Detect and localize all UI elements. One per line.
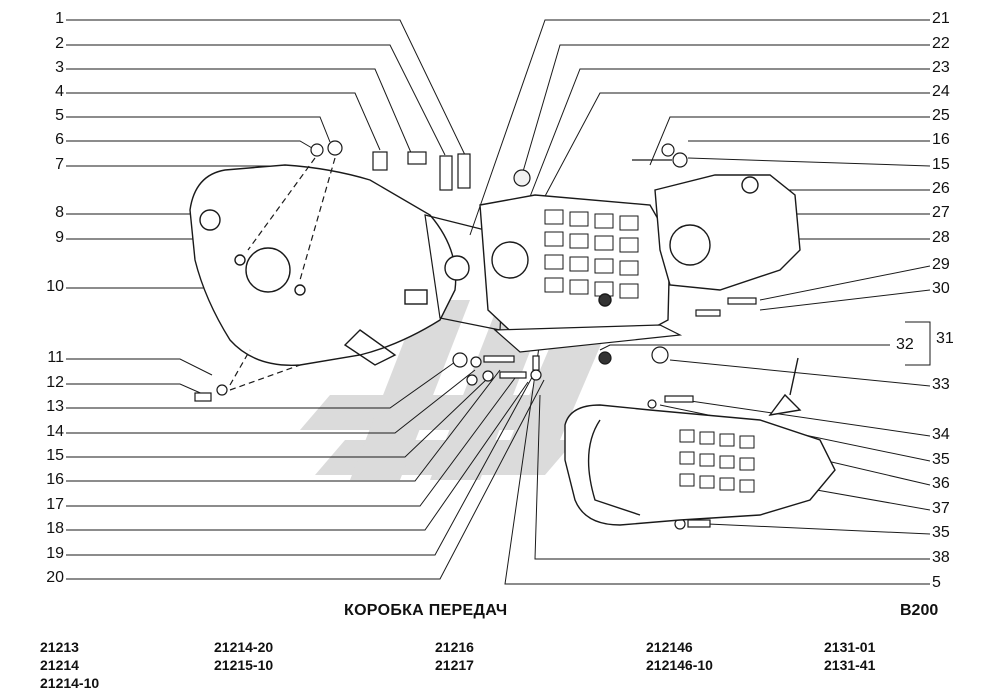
label-right-36: 36 (932, 475, 950, 492)
label-left-10: 10 (46, 278, 64, 295)
label-left-3: 3 (55, 59, 64, 76)
small-parts-bottom (194, 297, 757, 530)
assembly-dashed-lines (229, 157, 336, 391)
label-right-34: 34 (932, 426, 950, 443)
model-21214-20: 21214-20 (214, 639, 274, 655)
label-right-25: 25 (932, 107, 950, 124)
label-right-5: 5 (932, 574, 941, 591)
label-left-15: 15 (46, 447, 64, 464)
label-right-30: 30 (932, 280, 950, 297)
label-left-5: 5 (55, 107, 64, 124)
label-right-28: 28 (932, 229, 950, 246)
label-left-1: 1 (55, 10, 64, 27)
model-21217: 21217 (435, 657, 474, 673)
model-21215-10: 21215-10 (214, 657, 274, 673)
label-right-35: 35 (932, 451, 950, 468)
label-left-12: 12 (46, 374, 64, 391)
diagram-title: КОРОБКА ПЕРЕДАЧ (344, 602, 508, 619)
label-left-14: 14 (46, 423, 64, 440)
label-left-8: 8 (55, 204, 64, 221)
label-right-23: 23 (932, 59, 950, 76)
label-right-16: 16 (932, 131, 950, 148)
bottom-cover (493, 324, 683, 353)
label-right-38: 38 (932, 549, 950, 566)
model-21216: 21216 (435, 639, 474, 655)
label-left-4: 4 (55, 83, 64, 100)
model-212146-10: 212146-10 (646, 657, 713, 673)
right-leader-lines (469, 19, 931, 585)
clutch-housing (189, 164, 470, 366)
model-21214-10: 21214-10 (40, 675, 100, 691)
label-right-32: 32 (896, 336, 914, 353)
model-21213: 21213 (40, 639, 79, 655)
label-right-15: 15 (932, 156, 950, 173)
label-left-7: 7 (55, 156, 64, 173)
watermark-logo (300, 300, 620, 480)
label-right-22: 22 (932, 35, 950, 52)
model-2131-01: 2131-01 (824, 639, 876, 655)
label-right-33: 33 (932, 376, 950, 393)
label-right-29: 29 (932, 256, 950, 273)
assembled-gearbox (564, 357, 836, 526)
label-left-6: 6 (55, 131, 64, 148)
label-left-17: 17 (46, 496, 64, 513)
label-left-2: 2 (55, 35, 64, 52)
label-right-26: 26 (932, 180, 950, 197)
diagram-code: B200 (900, 602, 939, 619)
label-left-16: 16 (46, 471, 64, 488)
label-right-24: 24 (932, 83, 950, 100)
label-left-9: 9 (55, 229, 64, 246)
label-left-13: 13 (46, 398, 64, 415)
label-right-37: 37 (932, 500, 950, 517)
model-21214: 21214 (40, 657, 79, 673)
label-right-27: 27 (932, 204, 950, 221)
model-2131-41: 2131-41 (824, 657, 876, 673)
label-left-19: 19 (46, 545, 64, 562)
rear-extension (654, 174, 801, 291)
left-leader-lines (66, 19, 545, 580)
model-212146: 212146 (646, 639, 693, 655)
label-right-31: 31 (936, 330, 954, 347)
label-left-11: 11 (47, 349, 64, 366)
label-right-21: 21 (932, 10, 950, 27)
label-left-20: 20 (46, 569, 64, 586)
small-parts-top (310, 140, 688, 191)
label-left-18: 18 (46, 520, 64, 537)
label-right-35b: 35 (932, 524, 950, 541)
gearbox-casing (479, 194, 671, 341)
